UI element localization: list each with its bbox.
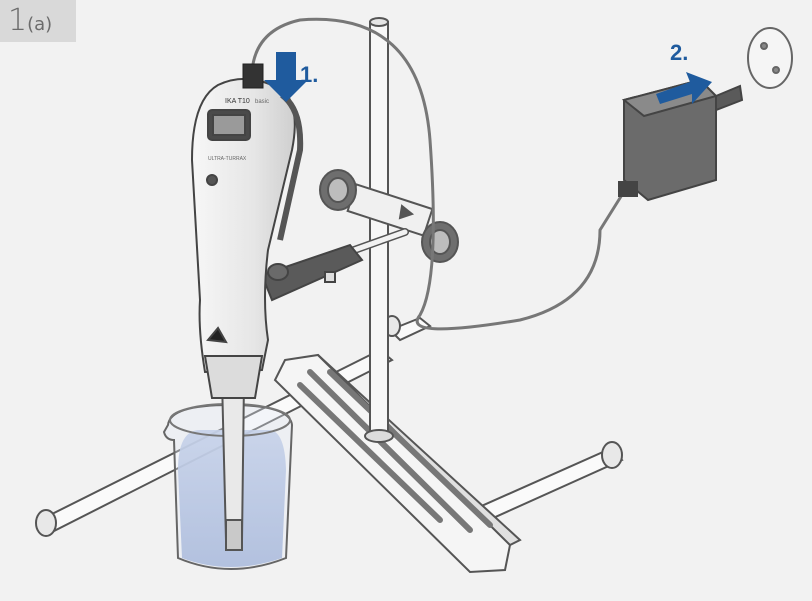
dispersing-element: [220, 379, 246, 551]
device-product-name: ULTRA-TURRAX: [208, 156, 247, 162]
device-model: basic: [255, 99, 269, 105]
step1-label: 1.: [300, 62, 318, 87]
wall-socket: [747, 27, 793, 89]
figure-sub-label: (a): [27, 14, 53, 35]
device-holder: [260, 243, 364, 302]
step2-label: 2.: [670, 40, 688, 65]
power-cable: [250, 17, 627, 331]
homogenizer-device: IKA T10 basic ULTRA-TURRAX: [190, 77, 304, 399]
power-adapter: [618, 78, 744, 202]
stand-rod: [364, 17, 394, 443]
step2-arrow: [656, 72, 712, 104]
device-brand: IKA T10: [225, 98, 250, 105]
figure-number: 1: [8, 3, 28, 38]
usb-plug: [242, 63, 264, 89]
figure-label: 1 (a): [0, 0, 76, 42]
base-plate: [273, 353, 522, 574]
step1-arrow: [264, 52, 308, 102]
